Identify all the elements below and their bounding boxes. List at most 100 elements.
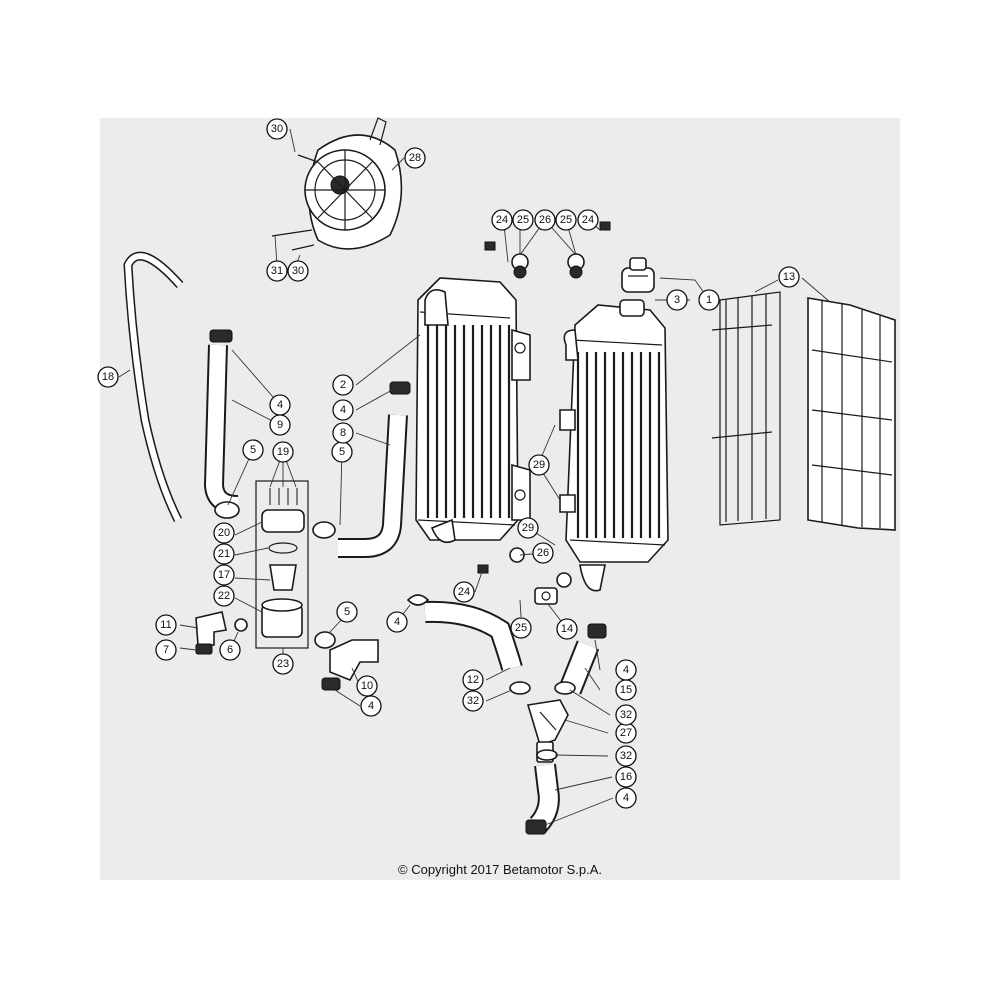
radiator-louver-guard — [807, 297, 896, 531]
svg-text:20: 20 — [218, 527, 230, 539]
svg-text:24: 24 — [496, 214, 508, 226]
thermostat-assembly — [255, 480, 309, 649]
callout-32: 32 — [615, 704, 637, 726]
callout-32: 32 — [462, 690, 484, 712]
svg-text:5: 5 — [250, 444, 256, 456]
svg-text:1: 1 — [706, 294, 712, 306]
svg-text:32: 32 — [467, 695, 479, 707]
callout-5: 5 — [336, 601, 358, 623]
callout-17: 17 — [213, 564, 235, 586]
callout-19: 19 — [272, 441, 294, 463]
callout-16: 16 — [615, 766, 637, 788]
svg-text:4: 4 — [394, 616, 400, 628]
cooling-fan — [271, 117, 403, 251]
callout-26: 26 — [532, 542, 554, 564]
hose-8 — [338, 381, 411, 558]
overflow-tube — [123, 251, 184, 523]
svg-text:32: 32 — [620, 750, 632, 762]
svg-text:15: 15 — [620, 684, 632, 696]
right-radiator — [559, 299, 669, 592]
svg-text:11: 11 — [160, 619, 171, 631]
svg-text:25: 25 — [560, 214, 572, 226]
svg-text:26: 26 — [539, 214, 551, 226]
callout-10: 10 — [356, 675, 378, 697]
callout-29: 29 — [517, 517, 539, 539]
svg-text:24: 24 — [458, 586, 470, 598]
leader-lines — [118, 128, 831, 826]
callout-9: 9 — [269, 414, 291, 436]
callout-14: 14 — [556, 618, 578, 640]
svg-text:13: 13 — [783, 271, 795, 283]
svg-text:4: 4 — [277, 399, 283, 411]
svg-text:10: 10 — [361, 680, 373, 692]
svg-text:9: 9 — [277, 419, 283, 431]
callout-30: 30 — [266, 118, 288, 140]
svg-text:19: 19 — [277, 446, 289, 458]
callout-26: 26 — [534, 209, 556, 231]
svg-text:26: 26 — [537, 547, 549, 559]
callout-22: 22 — [213, 585, 235, 607]
callout-7: 7 — [155, 639, 177, 661]
svg-text:23: 23 — [277, 658, 289, 670]
left-radiator — [415, 277, 531, 544]
svg-text:4: 4 — [368, 700, 374, 712]
callout-4: 4 — [386, 611, 408, 633]
hose-9 — [203, 329, 239, 515]
callout-18: 18 — [97, 366, 119, 388]
svg-text:30: 30 — [292, 265, 304, 277]
svg-text:22: 22 — [218, 590, 230, 602]
svg-text:27: 27 — [620, 727, 632, 739]
callout-24: 24 — [491, 209, 513, 231]
callout-31: 31 — [266, 260, 288, 282]
callout-32: 32 — [615, 745, 637, 767]
radiator-cap — [621, 257, 655, 293]
svg-text:30: 30 — [271, 123, 283, 135]
svg-text:25: 25 — [515, 622, 527, 634]
svg-text:17: 17 — [218, 569, 230, 581]
callout-4: 4 — [332, 399, 354, 421]
callout-4: 4 — [615, 659, 637, 681]
svg-text:12: 12 — [467, 674, 479, 686]
callout-27: 27 — [615, 722, 637, 744]
svg-text:31: 31 — [271, 265, 283, 277]
callout-1: 1 — [698, 289, 720, 311]
svg-text:29: 29 — [533, 459, 545, 471]
hose-16 — [525, 763, 560, 835]
callout-25: 25 — [510, 617, 532, 639]
callout-28: 28 — [404, 147, 426, 169]
svg-text:4: 4 — [340, 404, 346, 416]
clamps-and-washers — [214, 221, 611, 761]
callout-25: 25 — [512, 209, 534, 231]
callout-20: 20 — [213, 522, 235, 544]
fitting-14 — [534, 587, 558, 605]
hose-15 — [558, 623, 607, 695]
callout-24: 24 — [453, 581, 475, 603]
elbow-11 — [195, 611, 227, 655]
svg-text:3: 3 — [674, 294, 680, 306]
svg-text:4: 4 — [623, 664, 629, 676]
callout-4: 4 — [615, 787, 637, 809]
callout-5: 5 — [331, 441, 353, 463]
callout-24: 24 — [577, 209, 599, 231]
svg-text:14: 14 — [561, 623, 573, 635]
svg-text:29: 29 — [522, 522, 534, 534]
svg-text:16: 16 — [620, 771, 632, 783]
callout-11: 11 — [155, 614, 177, 636]
callout-5: 5 — [242, 439, 264, 461]
svg-text:6: 6 — [227, 644, 233, 656]
elbow-10 — [321, 639, 379, 691]
svg-text:4: 4 — [623, 792, 629, 804]
svg-text:18: 18 — [102, 371, 114, 383]
callout-4: 4 — [360, 695, 382, 717]
svg-text:25: 25 — [517, 214, 529, 226]
callout-12: 12 — [462, 669, 484, 691]
copyright-notice: © Copyright 2017 Betamotor S.p.A. — [398, 862, 602, 877]
radiator-guard-frame — [711, 291, 781, 526]
svg-text:8: 8 — [340, 427, 346, 439]
callout-8: 8 — [332, 422, 354, 444]
callout-3: 3 — [666, 289, 688, 311]
callout-2: 2 — [332, 374, 354, 396]
svg-text:28: 28 — [409, 152, 421, 164]
callout-29: 29 — [528, 454, 550, 476]
